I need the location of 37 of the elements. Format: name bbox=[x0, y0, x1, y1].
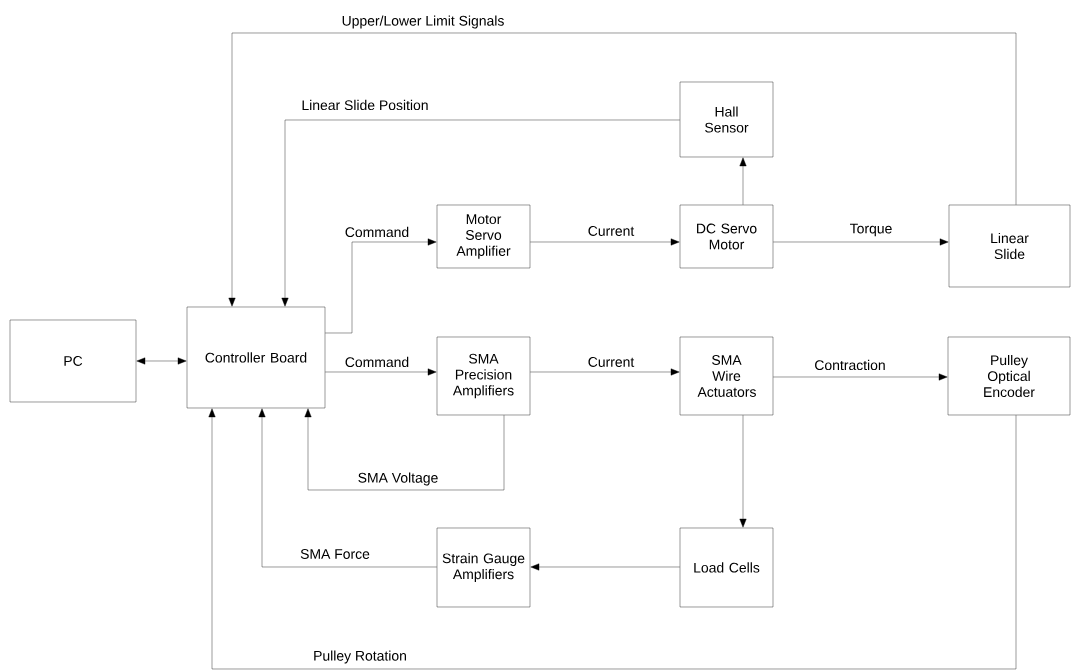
edge-label: Linear Slide Position bbox=[300, 98, 430, 112]
edge-label: Command bbox=[343, 225, 411, 239]
arrow bbox=[773, 373, 948, 381]
arrow bbox=[281, 119, 680, 307]
edge-label: Upper/Lower Limit Signals bbox=[340, 14, 506, 30]
arrow bbox=[325, 238, 437, 334]
arrow bbox=[136, 357, 187, 365]
arrow bbox=[739, 157, 747, 205]
block-box: Motor Servo Amplifier bbox=[436, 204, 531, 269]
block-box: Linear Slide bbox=[948, 204, 1071, 288]
arrow bbox=[325, 368, 437, 376]
arrow bbox=[530, 238, 680, 246]
block-box: Load Cells bbox=[679, 527, 774, 608]
edge-label: SMA Voltage bbox=[356, 471, 440, 487]
block-box: PC bbox=[9, 319, 137, 403]
block-box: Strain Gauge Amplifiers bbox=[436, 527, 531, 608]
block-box: Controller Board bbox=[186, 306, 326, 409]
edge-label: Torque bbox=[848, 222, 894, 238]
edge-label: Contraction bbox=[813, 358, 887, 372]
arrow bbox=[228, 32, 1017, 307]
arrow bbox=[773, 238, 949, 246]
edge-label: Current bbox=[586, 225, 636, 237]
block-box: Pulley Optical Encoder bbox=[947, 336, 1071, 416]
arrow bbox=[530, 563, 680, 571]
block-box: SMA Precision Amplifiers bbox=[436, 336, 531, 416]
arrow bbox=[739, 415, 747, 528]
arrow bbox=[208, 408, 1017, 670]
arrow bbox=[304, 408, 505, 491]
arrow bbox=[258, 408, 437, 568]
edge-label: Current bbox=[586, 356, 636, 368]
block-box: DC Servo Motor bbox=[679, 204, 774, 269]
edge-label: Pulley Rotation bbox=[312, 649, 408, 665]
block-box: SMA Wire Actuators bbox=[679, 336, 774, 416]
edge-label: Command bbox=[343, 355, 411, 369]
edge-label: SMA Force bbox=[299, 548, 371, 560]
arrow bbox=[530, 368, 680, 376]
block-box: Hall Sensor bbox=[679, 81, 774, 158]
